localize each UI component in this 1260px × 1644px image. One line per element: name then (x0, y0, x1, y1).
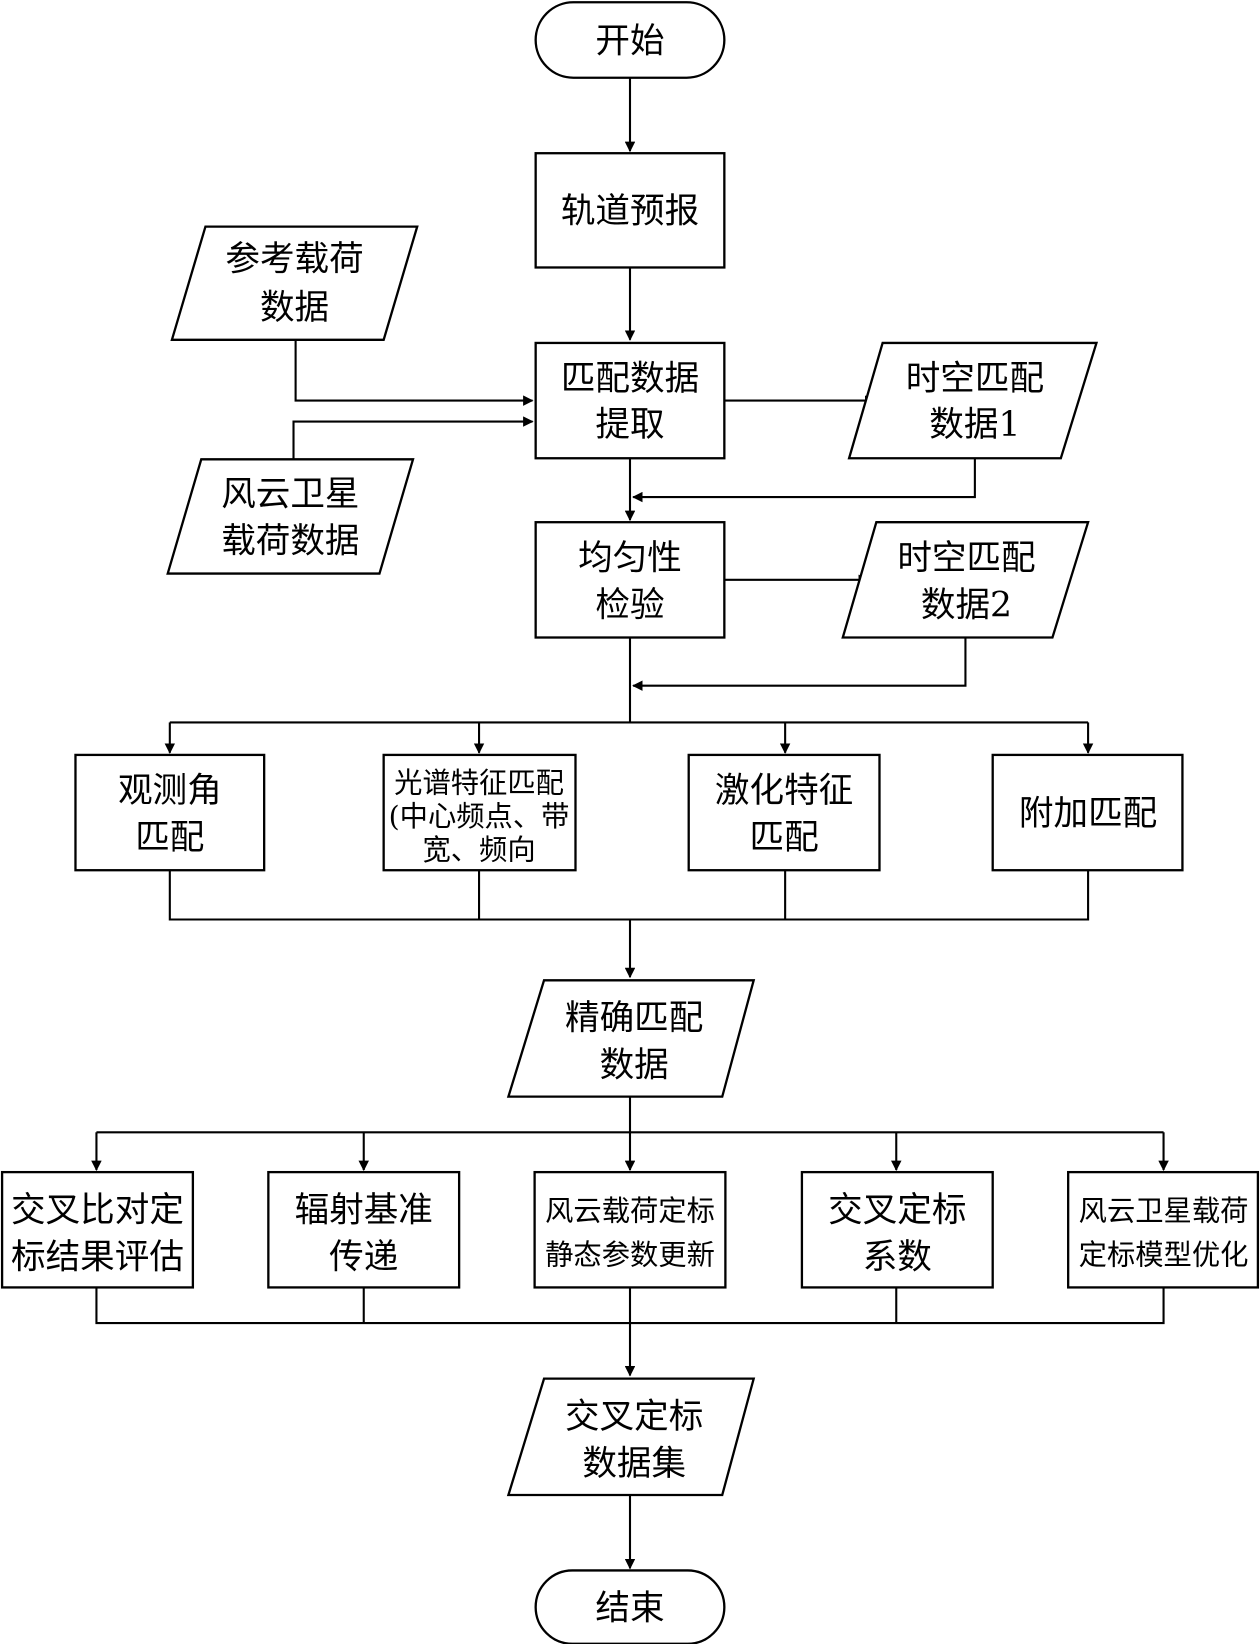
edge-match2-return (632, 637, 967, 691)
node-reference-payload-data: 参考载荷 数据 (170, 225, 419, 341)
node-evaluation-label-2: 标结果评估 (11, 1238, 184, 1278)
node-polarization-label-1: 激化特征 (715, 771, 853, 811)
node-extract-label-1: 匹配数据 (561, 359, 699, 399)
connectors (91, 77, 1169, 1570)
node-precise-label-2: 数据 (600, 1046, 669, 1086)
node-static-label-1: 风云载荷定标 (545, 1194, 715, 1227)
node-polarization-label-2: 匹配 (750, 818, 819, 858)
edge-fy-extract (292, 416, 534, 460)
node-dataset-label-2: 数据集 (582, 1444, 686, 1484)
node-view-angle-label-1: 观测角 (118, 771, 222, 811)
node-match1-label-1: 时空匹配 (906, 359, 1044, 399)
node-evaluation-label-1: 交叉比对定 (11, 1190, 184, 1230)
node-fy-label-2: 载荷数据 (221, 522, 359, 562)
node-spectral-label-1: 光谱特征匹配 (394, 767, 564, 800)
node-cross-calibration-dataset: 交叉定标 数据集 (506, 1377, 756, 1497)
node-transfer-label-2: 传递 (329, 1238, 398, 1278)
node-fy-static-param-update: 风云载荷定标 静态参数更新 (533, 1170, 727, 1289)
node-reference-label-2: 数据 (260, 288, 329, 328)
node-reference-label-1: 参考载荷 (225, 240, 363, 280)
node-match1-label-2: 数据1 (929, 405, 1020, 445)
node-end-label: 结束 (595, 1589, 664, 1629)
edge-match1-return (632, 458, 976, 503)
node-match2-label-2: 数据2 (921, 586, 1012, 626)
node-view-angle-match: 观测角 匹配 (74, 753, 266, 872)
node-spectral-feature-match: 光谱特征匹配 (中心频点、带 宽、频向 (382, 753, 577, 872)
edge-reference-extract (294, 339, 534, 406)
node-spatiotemporal-match-1: 时空匹配 数据1 (847, 341, 1099, 460)
node-orbit-forecast-label: 轨道预报 (561, 191, 699, 231)
node-transfer-label-1: 辐射基准 (295, 1190, 433, 1230)
node-polarization-feature-match: 激化特征 匹配 (687, 753, 881, 872)
node-model-opt-label-1: 风云卫星载荷 (1079, 1194, 1249, 1227)
node-view-angle-label-2: 匹配 (135, 818, 204, 858)
node-start-label: 开始 (595, 22, 664, 62)
node-coefficient-label-1: 交叉定标 (828, 1190, 966, 1230)
node-uniformity-check: 均匀性 检验 (534, 521, 726, 639)
node-dataset-label-1: 交叉定标 (565, 1397, 703, 1437)
node-extract-label-2: 提取 (595, 405, 664, 445)
node-additional-match: 附加匹配 (991, 753, 1184, 872)
node-precise-label-1: 精确匹配 (565, 999, 703, 1039)
node-spectral-label-3: 宽、频向 (422, 834, 535, 867)
node-additional-label: 附加匹配 (1019, 794, 1157, 834)
node-model-opt-label-2: 定标模型优化 (1079, 1238, 1249, 1271)
node-uniformity-label-1: 均匀性 (578, 538, 682, 578)
node-fy-payload-data: 风云卫星 载荷数据 (166, 458, 415, 575)
node-coefficient-label-2: 系数 (863, 1238, 932, 1278)
node-fy-calibration-model-opt: 风云卫星载荷 定标模型优化 (1067, 1170, 1260, 1289)
node-uniformity-label-2: 检验 (595, 586, 664, 626)
node-precise-match-data: 精确匹配 数据 (506, 979, 756, 1098)
node-radiometric-reference-transfer: 辐射基准 传递 (267, 1170, 461, 1289)
node-start: 开始 (534, 1, 726, 79)
node-static-label-2: 静态参数更新 (545, 1238, 715, 1271)
merge-bus-1 (168, 870, 1090, 921)
node-match-data-extraction: 匹配数据 提取 (534, 341, 726, 460)
node-cross-calibration-coefficient: 交叉定标 系数 (800, 1170, 994, 1289)
node-cross-comparison-evaluation: 交叉比对定 标结果评估 (0, 1170, 195, 1289)
node-orbit-forecast: 轨道预报 (534, 152, 726, 269)
node-spatiotemporal-match-2: 时空匹配 数据2 (841, 521, 1090, 639)
node-fy-label-1: 风云卫星 (221, 474, 359, 514)
node-end: 结束 (534, 1569, 726, 1644)
node-match2-label-1: 时空匹配 (897, 538, 1035, 578)
node-spectral-label-2: (中心频点、带 (389, 800, 570, 833)
